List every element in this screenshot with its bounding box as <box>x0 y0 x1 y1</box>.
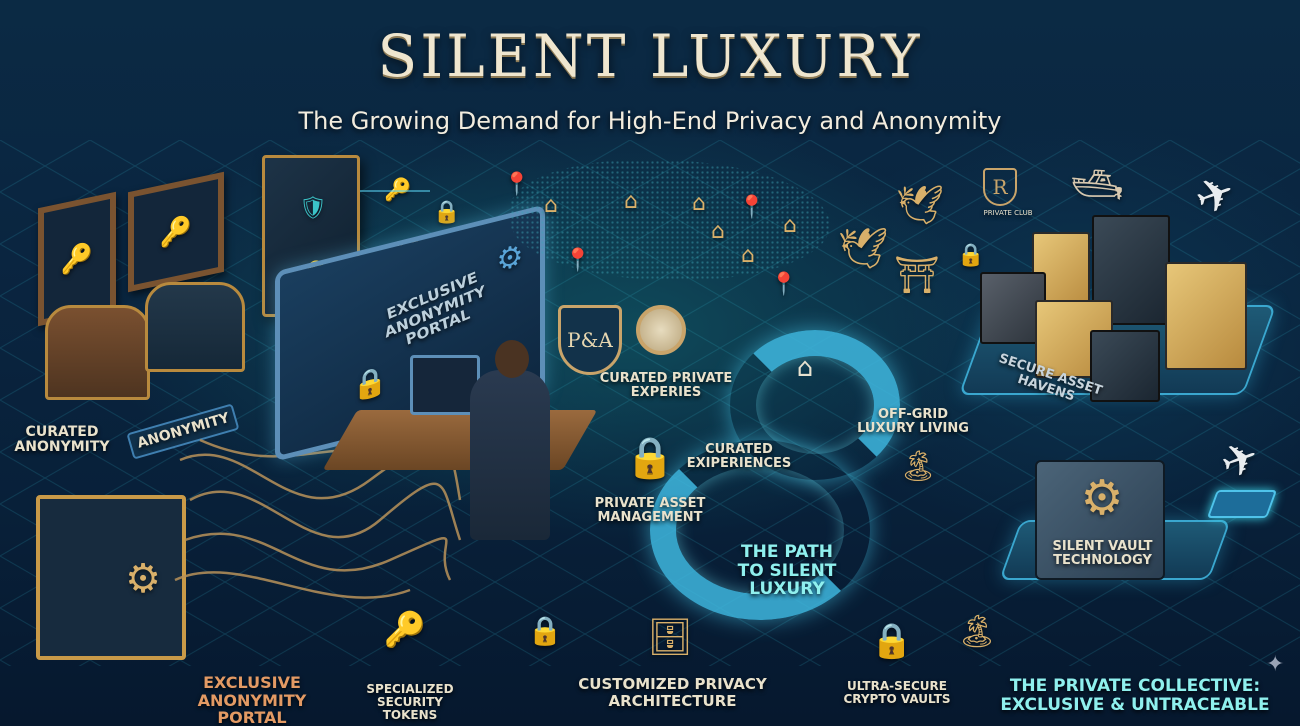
anonymous-user-figure <box>470 370 550 540</box>
bottom-label-text: EXCLUSIVE ANONYMITY PORTAL <box>197 673 307 726</box>
shield-lock-icon: 🛡 <box>299 195 327 221</box>
house-icon: ⌂ <box>783 212 797 238</box>
house-icon: ⌂ <box>624 188 638 214</box>
pa-crest: P&A <box>558 305 622 375</box>
gate-icon: ⛩ <box>894 255 940 296</box>
safe-dial-icon: ⚙ <box>125 556 161 602</box>
page-subtitle: The Growing Demand for High-End Privacy … <box>298 107 1002 135</box>
bird-emblem-icon: 🕊 <box>895 182 945 227</box>
house-icon: ⌂ <box>544 192 558 218</box>
security-keys-icon: 🔑 <box>383 610 427 650</box>
bottom-label-private-collective: THE PRIVATE COLLECTIVE: EXCLUSIVE & UNTR… <box>1000 676 1270 715</box>
wooden-desk <box>322 410 598 470</box>
page-title: SILENT LUXURY <box>377 22 923 90</box>
bottom-label-ultra-secure-crypto-vaults: ULTRA-SECURE CRYPTO VAULTS <box>843 679 951 707</box>
padlock-icon: 🔒 <box>625 434 675 481</box>
key-icon: 🔑 <box>159 213 193 251</box>
key-icon: 🔑 <box>60 240 94 278</box>
label-curated-private-experiences: CURATED PRIVATE EXPERIES <box>599 371 733 401</box>
location-pin-icon: 📍 <box>770 271 798 297</box>
padlock-icon: 🔒 <box>870 621 914 661</box>
holo-pad <box>1206 490 1278 518</box>
house-icon: ⌂ <box>741 242 755 268</box>
bottom-label-specialized-security-tokens: SPECIALIZED SECURITY TOKENS <box>366 682 454 723</box>
yacht-icon: 🛥 <box>1070 160 1124 209</box>
gold-safe <box>1165 262 1247 370</box>
ornate-gold-safe: ⚙ <box>36 495 186 660</box>
location-pin-icon: 📍 <box>503 171 531 197</box>
bottom-label-exclusive-anonymity-portal: EXCLUSIVE ANONYMITY PORTAL <box>162 674 342 726</box>
label-private-club: PRIVATE CLUB <box>983 209 1033 217</box>
location-pin-icon: 📍 <box>738 194 766 220</box>
laptop <box>410 355 480 415</box>
user-head <box>495 340 529 378</box>
label-curated-experiences: CURATED EXIPERIENCES <box>686 442 792 472</box>
world-map <box>510 160 830 280</box>
padlock-icon: 🔒 <box>433 199 461 225</box>
leather-treasure-chest <box>145 282 245 372</box>
label-private-asset-management: PRIVATE ASSET MANAGEMENT <box>594 496 706 526</box>
padlock-icon: 🔒 <box>352 362 388 404</box>
house-icon: ⌂ <box>692 190 706 216</box>
sparkle-icon: ✦ <box>1266 652 1285 677</box>
key-display-frame-2: 🔑 <box>128 171 224 293</box>
eagle-emblem-icon: 🕊 <box>837 225 889 272</box>
dark-safe <box>1090 330 1160 402</box>
house-icon: ⌂ <box>796 353 814 383</box>
connector-line <box>360 190 430 192</box>
island-icon: 🏝 <box>898 448 938 484</box>
house-icon: ⌂ <box>711 218 725 244</box>
vault-wheel-icon: ⚙ <box>1080 470 1124 526</box>
bottom-label-customized-privacy-architecture: CUSTOMIZED PRIVACY ARCHITECTURE <box>578 675 767 710</box>
label-curated-anonymity: CURATED ANONYMITY <box>14 424 110 456</box>
compass-icon <box>636 305 686 355</box>
location-pin-icon: 📍 <box>564 247 592 273</box>
padlock-icon: 🔒 <box>527 613 563 647</box>
label-silent-vault-technology: SILENT VAULT TECHNOLOGY <box>1052 539 1153 569</box>
label-path-to-silent-luxury: THE PATH TO SILENT LUXURY <box>737 542 837 600</box>
padlock-icon: 🔒 <box>957 242 985 268</box>
label-off-grid-luxury-living: OFF-GRID LUXURY LIVING <box>857 407 969 437</box>
island-icon: 🏝 <box>956 612 998 650</box>
silent-vault: ⚙ <box>1035 460 1165 580</box>
private-club-crest-icon: R <box>983 168 1017 206</box>
wooden-treasure-chest <box>45 305 150 400</box>
database-icon: 🗄 <box>647 617 693 658</box>
